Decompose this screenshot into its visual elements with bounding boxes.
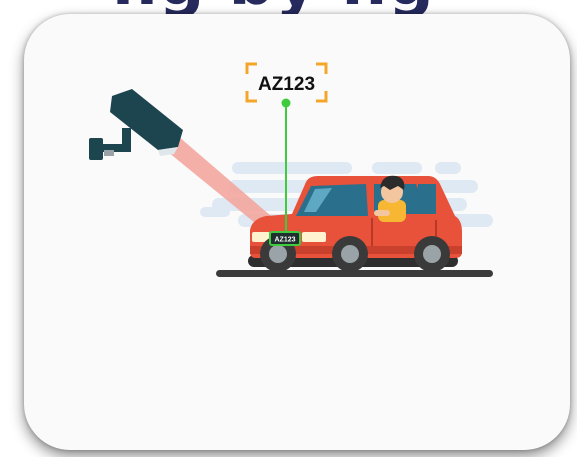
security-camera-icon <box>89 89 183 160</box>
detection-point <box>282 99 291 108</box>
car-license-plate: AZ123 <box>270 232 300 245</box>
detected-plate-text: AZ123 <box>258 74 315 95</box>
car-plate-text: AZ123 <box>274 237 295 244</box>
